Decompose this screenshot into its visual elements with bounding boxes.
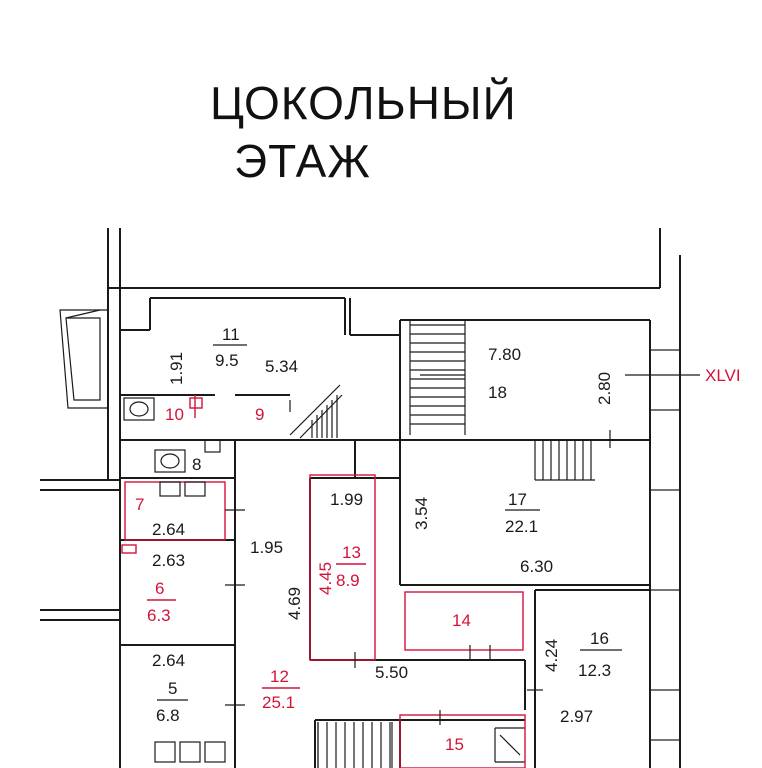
room-12-number: 12 (270, 667, 289, 686)
room-16-area: 12.3 (578, 661, 611, 680)
room-18-width: 7.80 (488, 345, 521, 364)
right-windows (649, 349, 681, 741)
room-7-number: 7 (135, 495, 144, 514)
room-18-number: 18 (488, 383, 507, 402)
room-9-number: 9 (255, 405, 264, 424)
room-6-area: 6.3 (147, 606, 171, 625)
room-16-number: 16 (590, 629, 609, 648)
room-6-width: 2.63 (152, 551, 185, 570)
room-11-area: 9.5 (215, 351, 239, 370)
room-labels: 11 9.5 1.91 5.34 10 9 7.80 18 2.80 XLVI … (135, 325, 741, 754)
room-11-height: 1.91 (167, 352, 186, 385)
door-marks (225, 374, 700, 725)
room-12-height: 4.69 (285, 587, 304, 620)
room-18-height: 2.80 (595, 372, 614, 405)
room-12-area: 25.1 (262, 693, 295, 712)
plan-title-line1: ЦОКОЛЬНЫЙ (210, 77, 517, 129)
plumbing-fixtures (123, 397, 226, 763)
room-17-number: 17 (508, 490, 527, 509)
room-11-width: 5.34 (265, 357, 298, 376)
bay-window (59, 309, 109, 409)
room-13-number: 13 (342, 543, 361, 562)
room-13-area: 8.9 (336, 571, 360, 590)
room-12-width-top: 1.95 (250, 538, 283, 557)
room-5-number: 5 (168, 679, 177, 698)
stairs (289, 320, 595, 768)
room-5-area: 6.8 (156, 706, 180, 725)
room-17-width: 6.30 (520, 557, 553, 576)
room-13-width: 1.99 (330, 490, 363, 509)
room-7-width: 2.64 (152, 520, 185, 539)
room-11-number: 11 (222, 325, 240, 344)
axis-marker-xlvi: XLVI (705, 366, 741, 385)
room-13-height: 4.45 (316, 562, 335, 595)
room-14-number: 14 (452, 611, 471, 630)
plan-title-line2: ЭТАЖ (234, 135, 371, 187)
room-5-width: 2.64 (152, 651, 185, 670)
new-partitions (121, 395, 526, 768)
room-16-height: 4.24 (542, 639, 561, 672)
room-8-number: 8 (192, 455, 201, 474)
room-17-height: 3.54 (412, 497, 431, 530)
room-16-width: 2.97 (560, 707, 593, 726)
room-6-number: 6 (155, 579, 164, 598)
room-12-width-bottom: 5.50 (375, 663, 408, 682)
room-17-area: 22.1 (505, 517, 538, 536)
room-15-number: 15 (445, 735, 464, 754)
room-10-number: 10 (165, 405, 184, 424)
